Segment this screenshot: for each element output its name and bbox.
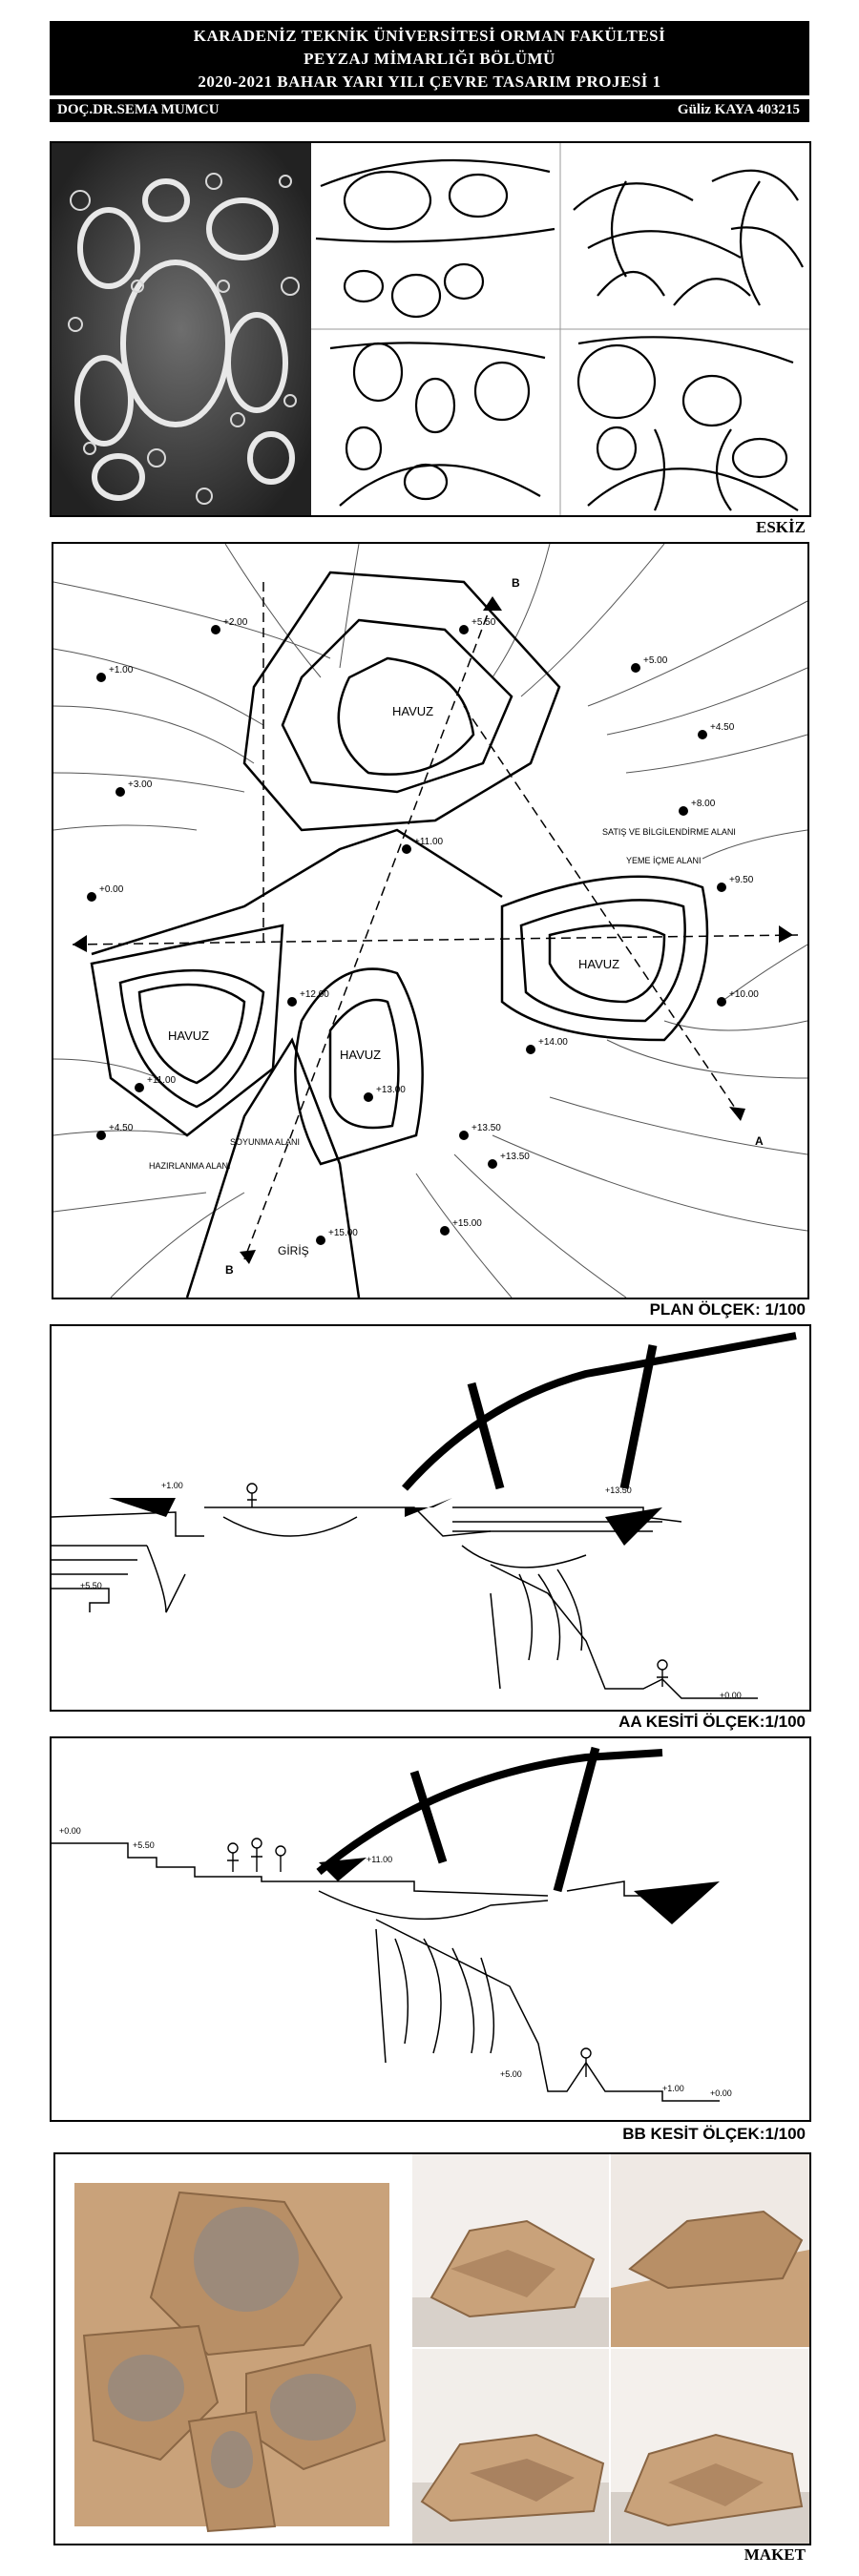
sketch-caption: ESKİZ [756, 518, 806, 536]
plan-caption: PLAN ÖLÇEK: 1/100 [649, 1300, 806, 1319]
elev-label: +3.00 [128, 779, 153, 790]
pool-label: HAVUZ [578, 957, 619, 971]
university-line: KARADENİZ TEKNİK ÜNİVERSİTESİ ORMAN FAKÜ… [193, 27, 666, 45]
model-photos-panel [53, 2152, 811, 2545]
entrance-label: GİRİŞ [278, 1244, 309, 1257]
pool-label: HAVUZ [392, 704, 433, 718]
pool-label: HAVUZ [340, 1048, 381, 1062]
department-line: PEYZAJ MİMARLIĞI BÖLÜMÜ [304, 50, 555, 68]
elev-label: +11.00 [414, 837, 444, 847]
elev-label: +1.00 [161, 1481, 183, 1490]
elev-label: +13.50 [605, 1485, 632, 1495]
section-bb-caption: BB KESİT ÖLÇEK:1/100 [622, 2125, 806, 2143]
reference-texture-photo [52, 143, 311, 515]
section-b-marker: B [512, 576, 520, 590]
elev-label: +10.00 [729, 989, 759, 1000]
elev-label: +0.00 [59, 1826, 81, 1836]
dressing-area-label: SOYUNMA ALANI [230, 1137, 300, 1147]
prep-area-label: HAZIRLANMA ALANI [149, 1161, 231, 1171]
elev-label: +11.00 [147, 1075, 177, 1086]
model-perspective-photo [611, 2154, 809, 2347]
section-bb-panel: +0.00 +5.50 +11.00 +5.00 +1.00 +0.00 [50, 1736, 811, 2122]
elev-label: +5.50 [80, 1581, 102, 1590]
elev-label: +1.00 [662, 2084, 684, 2093]
sales-area-label: SATIŞ VE BİLGİLENDİRME ALANI [602, 827, 736, 837]
model-caption: MAKET [744, 2545, 806, 2564]
elev-label: +13.50 [500, 1152, 530, 1162]
elev-label: +0.00 [720, 1691, 742, 1700]
elev-label: +15.00 [328, 1228, 358, 1238]
model-perspective-photo [611, 2349, 809, 2544]
sketch-panel [50, 141, 811, 517]
sketch-grid [311, 143, 809, 515]
elev-label: +0.00 [99, 884, 124, 895]
elev-label: +11.00 [367, 1855, 392, 1864]
model-perspective-photo [412, 2349, 609, 2544]
elev-label: +8.00 [691, 799, 716, 809]
section-a-marker: A [755, 1134, 764, 1148]
elev-label: +13.00 [376, 1085, 406, 1095]
elev-label: +4.50 [109, 1123, 134, 1133]
title-block: KARADENİZ TEKNİK ÜNİVERSİTESİ ORMAN FAKÜ… [50, 21, 809, 95]
elev-label: +5.50 [133, 1840, 155, 1850]
eating-area-label: YEME İÇME ALANI [626, 856, 702, 865]
instructor-name: DOÇ.DR.SEMA MUMCU [57, 102, 220, 117]
pool-label: HAVUZ [168, 1028, 209, 1043]
elev-label: +14.00 [538, 1037, 568, 1048]
elev-label: +0.00 [710, 2088, 732, 2098]
section-aa-panel: +1.00 +13.50 +5.50 +0.00 [50, 1324, 811, 1712]
course-line: 2020-2021 BAHAR YARI YILI ÇEVRE TASARIM … [198, 73, 661, 91]
site-plan-panel: +1.00 +3.00 +0.00 +4.50 +2.00 +5.50 +5.0… [52, 542, 809, 1299]
elev-label: +9.50 [729, 875, 754, 885]
section-b-marker: B [225, 1263, 234, 1277]
author-bar: DOÇ.DR.SEMA MUMCU Güliz KAYA 403215 [50, 99, 809, 122]
elev-label: +5.00 [500, 2069, 522, 2079]
elev-label: +15.00 [452, 1218, 482, 1229]
section-aa-caption: AA KESİTİ ÖLÇEK:1/100 [618, 1713, 806, 1731]
model-top-view-photo [55, 2154, 410, 2544]
elev-label: +13.50 [471, 1123, 501, 1133]
elev-label: +12.00 [300, 989, 329, 1000]
elev-label: +1.00 [109, 665, 134, 675]
student-name: Güliz KAYA 403215 [677, 102, 800, 117]
model-perspective-photo [412, 2154, 609, 2347]
elev-label: +5.50 [471, 617, 496, 628]
elev-label: +2.00 [223, 617, 248, 628]
elev-label: +5.00 [643, 655, 668, 666]
elev-label: +4.50 [710, 722, 735, 733]
